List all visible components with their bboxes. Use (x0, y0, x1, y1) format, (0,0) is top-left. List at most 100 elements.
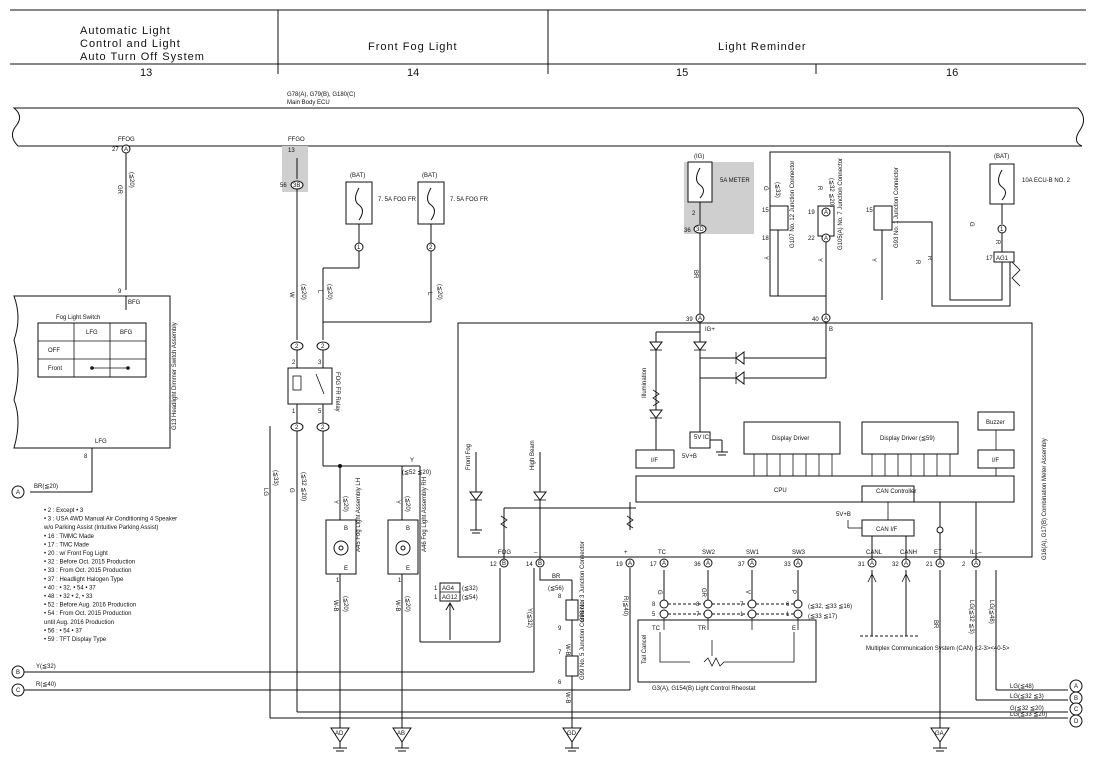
ecu-connectors: G78(A), G79(B), G180(C) (287, 92, 355, 98)
relay-name: FOG FR Relay (334, 372, 340, 412)
display-driver-tft: Display Driver (≦59) (880, 436, 935, 442)
meter-pin-letter: A (938, 561, 942, 567)
if-2: I/F (992, 458, 999, 464)
bfg-label: BFG (128, 300, 141, 306)
ffog-label: FFOG (118, 137, 135, 143)
meter-pin-circle (499, 558, 509, 568)
svg-text:A: A (824, 210, 828, 216)
meter-pin-circle (659, 558, 669, 568)
rheo-pin-num: 7 (696, 612, 700, 618)
display-driver: Display Driver (772, 436, 809, 442)
section-14-title: Front Fog Light (368, 41, 458, 53)
left-conn-c-label: R(≦40) (36, 682, 56, 688)
svg-text:17: 17 (986, 256, 993, 262)
g107: G107 No. 12 Junction Connector (790, 161, 796, 248)
rh-b: B (406, 526, 410, 532)
bfg-pin: 9 (118, 289, 122, 295)
svg-text:2: 2 (295, 425, 299, 431)
note-line: • 54 : From Oct. 2015 Production (44, 611, 131, 617)
main-body-ecu: G78(A), G79(B), G180(C) Main Body ECU (12, 92, 1084, 147)
meter-pin-name: TC (658, 550, 667, 556)
lh-pin: 1 (336, 578, 340, 584)
svg-text:2: 2 (692, 211, 696, 217)
relay-pin-3: 3 (318, 360, 322, 366)
lg-note-left: (≦33) (272, 470, 278, 486)
l-wire-1: L (316, 290, 322, 294)
meter-pin-letter: A (706, 561, 710, 567)
notes: • 2 : Except • 3• 3 : USA 4WD Manual Air… (43, 508, 177, 643)
w-wire: W (288, 292, 294, 298)
rheo-pin-num: 8 (652, 602, 656, 608)
y-rh: Y (394, 500, 400, 504)
meter-pin-letter: B (538, 561, 542, 567)
meter-pin-number: 33 (784, 562, 791, 568)
svg-text:A: A (824, 236, 828, 242)
note-line: until Aug. 2016 Production (44, 620, 114, 626)
meter-pin-letter: A (974, 561, 978, 567)
y-wire-ur2: Y (816, 258, 822, 262)
lfg-label: LFG (95, 439, 107, 445)
note-line: • 48 : • 32 • 2, • 33 (44, 594, 93, 600)
svg-text:9: 9 (558, 626, 562, 632)
note-line: • 2 : Except • 3 (44, 508, 84, 514)
rheo-row2: (≦33 ≦17) (808, 614, 837, 620)
n56-label: (≦56) (548, 586, 564, 592)
g-wire-ur2: G (968, 222, 974, 227)
meter-pin-number: 32 (892, 562, 899, 568)
note-line: • 20 : w/ Front Fog Light (44, 551, 108, 557)
svg-text:A: A (824, 316, 828, 322)
ground-gd: GD (567, 731, 577, 737)
illumination-label: Illumination (642, 368, 648, 398)
pin-13: 13 (288, 148, 295, 154)
ground-ab: AB (397, 731, 405, 737)
note-line: • 33 : From Oct. 2015 Production (44, 568, 131, 574)
g-wire-left: G (288, 488, 294, 493)
rheo-pin (659, 599, 669, 609)
wb-junction: W-B (564, 644, 570, 656)
right-conn-d: D (1074, 719, 1079, 725)
col-lfg: LFG (86, 330, 98, 336)
left-conn-c: C (16, 688, 21, 694)
svg-text:1: 1 (434, 586, 438, 592)
meter-pin-letter: B (502, 561, 506, 567)
y52-label: Y(≦32) (526, 608, 532, 628)
meter-pin-number: 19 (616, 562, 623, 568)
ag4-note: (≦32) (462, 586, 478, 592)
ag12-note: (≦54) (462, 595, 478, 601)
right-conn-label: G(≦32 ≦20) (1010, 706, 1044, 712)
meter-pin-name: CANH (900, 550, 917, 556)
rheo-pin-num: 5 (652, 612, 656, 618)
tail-cancel: Tail Cancel (642, 635, 648, 664)
meter-pin-letter: A (904, 561, 908, 567)
g105: G105(A) No. 7 Junction Connector (838, 158, 844, 250)
svg-text:7: 7 (558, 650, 562, 656)
section-15-number: 15 (676, 67, 688, 79)
col-bfg: BFG (120, 330, 133, 336)
bat-1: (BAT) (350, 173, 365, 179)
right-conn-label: LG(≦32 ≦3) (1010, 694, 1044, 700)
note-line: w/o Parking Assist (Intuitive Parking As… (43, 525, 158, 531)
ffgo-label: FFGO (288, 137, 305, 143)
meter-pin-name: SW1 (746, 550, 760, 556)
svg-text:15: 15 (866, 208, 873, 214)
meter-pin-name: ILL– (970, 550, 982, 556)
left-conn-a-label: BR(≦20) (34, 484, 58, 490)
right-conn-c: C (1074, 707, 1079, 713)
rh-e: E (406, 566, 410, 572)
rheo-tc: TC (652, 626, 661, 632)
ag12: AG12 (442, 595, 458, 601)
lg48-right: LG(≦48) (988, 600, 994, 624)
relay-pin-5: 5 (318, 409, 322, 415)
svg-text:15: 15 (762, 208, 769, 214)
note20-a: (≦20) (300, 284, 306, 300)
meter-pin-circle (535, 558, 545, 568)
meter-pin-name: + (624, 550, 628, 556)
fog-light-lamps: B E B E A45 Fog Light Assembly LH A46 Fo… (325, 465, 428, 728)
front-fog: Front Fog (466, 444, 472, 470)
g98: G98 No. 3 Junction Connector (580, 541, 586, 622)
v5b: 5V+B (682, 454, 697, 460)
g-tc: G (656, 590, 662, 595)
svg-text:2: 2 (295, 344, 299, 350)
